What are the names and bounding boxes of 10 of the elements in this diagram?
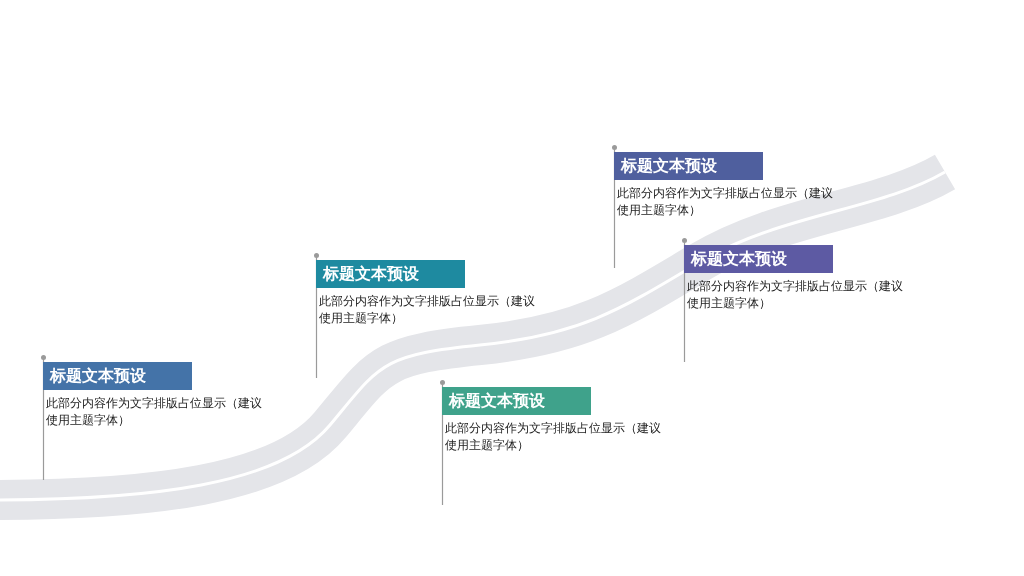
- description-text: 此部分内容作为文字排版占位显示（建议使用主题字体）: [319, 293, 536, 327]
- title-banner: 标题文本预设: [316, 260, 465, 288]
- description-text: 此部分内容作为文字排版占位显示（建议使用主题字体）: [687, 278, 904, 312]
- title-banner: 标题文本预设: [614, 152, 763, 180]
- description-text: 此部分内容作为文字排版占位显示（建议使用主题字体）: [617, 185, 834, 219]
- description-text: 此部分内容作为文字排版占位显示（建议使用主题字体）: [445, 420, 662, 454]
- title-banner: 标题文本预设: [684, 245, 833, 273]
- title-banner: 标题文本预设: [442, 387, 591, 415]
- description-text: 此部分内容作为文字排版占位显示（建议使用主题字体）: [46, 395, 263, 429]
- title-banner: 标题文本预设: [43, 362, 192, 390]
